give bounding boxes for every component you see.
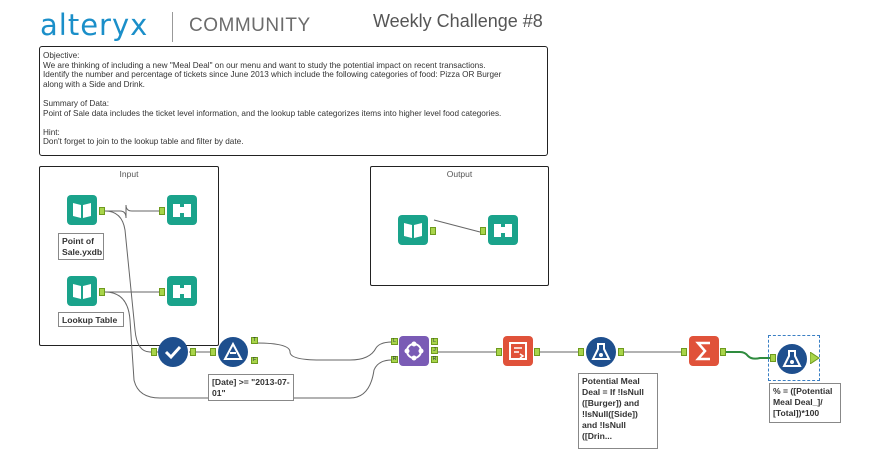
binoculars-icon xyxy=(173,204,191,217)
filter-triangle-icon xyxy=(223,341,243,360)
input-container-title: Input xyxy=(119,169,139,179)
book-icon xyxy=(404,223,422,238)
formula2-output-anchor[interactable] xyxy=(810,352,820,364)
browse-tool-2[interactable] xyxy=(167,276,197,306)
join-tool[interactable] xyxy=(399,336,429,366)
binoculars-icon xyxy=(494,224,512,237)
sigma-icon xyxy=(695,341,710,361)
flask-icon xyxy=(591,343,611,360)
filter-input-anchor[interactable] xyxy=(210,348,216,356)
description-line: Objective: xyxy=(43,51,80,60)
input2-output-anchor[interactable] xyxy=(99,288,105,296)
header-divider xyxy=(172,12,173,42)
challenge-title: Weekly Challenge #8 xyxy=(373,11,543,31)
formula1-output-anchor[interactable] xyxy=(618,348,624,356)
input-data-tool-lookup[interactable] xyxy=(67,276,97,306)
filter-annotation: [Date] >= "2013-07-01" xyxy=(208,374,294,401)
formula-tool-1[interactable] xyxy=(586,337,616,367)
wire-summarize-formula xyxy=(722,351,770,360)
formula2-input-anchor[interactable] xyxy=(770,354,776,362)
formula1-input-anchor[interactable] xyxy=(578,348,584,356)
community-label: COMMUNITY xyxy=(189,15,311,36)
description-line: Point of Sale data includes the ticket l… xyxy=(43,108,502,118)
browse1-input-anchor[interactable] xyxy=(159,207,165,215)
binoculars-icon xyxy=(173,285,191,298)
join-out-l-anchor[interactable]: L xyxy=(431,338,438,345)
browse2-input-anchor[interactable] xyxy=(159,288,165,296)
formula-tool-2[interactable] xyxy=(777,344,807,374)
output-input-anchor[interactable] xyxy=(430,227,436,235)
join-right-anchor[interactable]: R xyxy=(391,356,398,363)
input2-annotation: Lookup Table xyxy=(58,312,124,327)
description-line: Don't forget to join to the lookup table… xyxy=(43,137,244,147)
formula1-annotation: Potential Meal Deal = If !IsNull ([Burge… xyxy=(578,373,658,449)
input-container[interactable]: Input xyxy=(39,166,219,346)
wire-output-input-browse xyxy=(433,219,481,233)
flask-icon xyxy=(782,350,802,367)
checkmark-icon xyxy=(164,345,182,360)
description-line: along with a Side and Drink. xyxy=(43,79,145,89)
book-icon xyxy=(73,284,91,299)
wire-filter-join xyxy=(255,341,393,361)
output-container-title: Output xyxy=(446,169,473,179)
output-container[interactable]: Output xyxy=(370,166,549,286)
summarize-output-anchor[interactable] xyxy=(720,348,726,356)
description-line: Hint: xyxy=(43,127,60,137)
select-tool[interactable] xyxy=(158,337,188,367)
join-left-anchor[interactable]: L xyxy=(391,338,398,345)
output-browse-anchor[interactable] xyxy=(480,227,486,235)
wire-input1-browse xyxy=(105,204,159,219)
select-output-anchor[interactable] xyxy=(190,348,196,356)
input1-annotation: Point of Sale.yxdb xyxy=(58,233,104,260)
select-input-anchor[interactable] xyxy=(151,348,157,356)
browse-tool-1[interactable] xyxy=(167,195,197,225)
crosstab-icon xyxy=(509,342,527,360)
crosstab-output-anchor[interactable] xyxy=(534,348,540,356)
browse-tool-output[interactable] xyxy=(488,215,518,245)
description-line: Identify the number and percentage of ti… xyxy=(43,70,502,80)
summarize-tool[interactable] xyxy=(689,336,719,366)
join-out-j-anchor[interactable]: J xyxy=(431,347,438,354)
input-data-tool-pos[interactable] xyxy=(67,195,97,225)
description-line: Summary of Data: xyxy=(43,98,109,108)
summarize-input-anchor[interactable] xyxy=(681,348,687,356)
formula2-annotation: % = ([Potential Meal Deal_]/ [Total])*10… xyxy=(769,383,841,423)
book-icon xyxy=(73,203,91,218)
input-data-tool-output[interactable] xyxy=(398,215,428,245)
input1-output-anchor[interactable] xyxy=(99,207,105,215)
description-comment-box[interactable]: Objective: We are thinking of including … xyxy=(39,46,548,156)
crosstab-input-anchor[interactable] xyxy=(496,348,502,356)
crosstab-tool[interactable] xyxy=(503,336,533,366)
filter-true-anchor[interactable]: T xyxy=(251,337,258,344)
join-out-r-anchor[interactable]: R xyxy=(431,356,438,363)
description-line: We are thinking of including a new "Meal… xyxy=(43,60,486,70)
wire-input2-join xyxy=(104,291,393,399)
alteryx-logo: alteryx xyxy=(40,8,149,42)
filter-tool[interactable] xyxy=(218,337,248,367)
wire-input1-select xyxy=(104,210,158,353)
join-icon xyxy=(404,341,424,361)
filter-false-anchor[interactable]: F xyxy=(251,357,258,364)
